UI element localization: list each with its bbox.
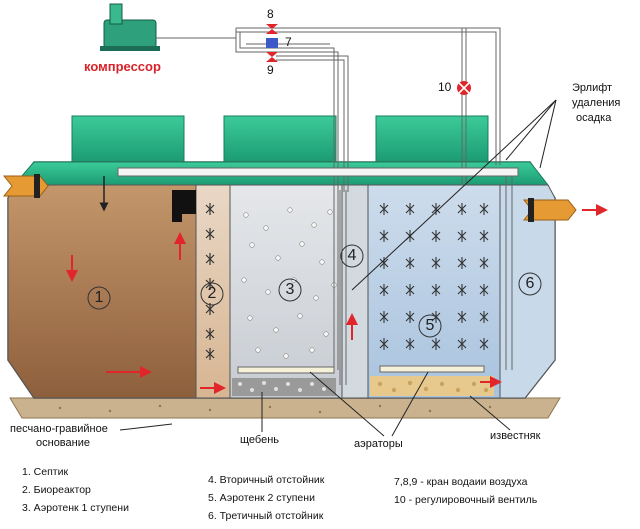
septic-baffle [172,190,196,222]
number-circles [87,244,542,338]
chamber-number-2: 2 [207,285,217,302]
chamber-number-6: 6 [525,275,535,292]
erlift-label-3: осадка [576,112,612,124]
chamber-number-3: 3 [285,281,295,298]
air-pipes [156,27,501,370]
limestone-layer [370,376,494,396]
valve-8-number: 8 [267,7,274,21]
chamber-aerotank-1 [229,184,343,399]
legend-item-6: 6. Третичный отстойник [208,510,324,522]
valve-8[interactable] [266,24,278,34]
chamber-number-4: 4 [347,247,357,264]
gravel-label: щебень [240,434,280,446]
outlet-pipe [522,198,577,222]
erlift-label-1: Эрлифт [572,82,613,94]
limestone-label: известняк [490,430,541,442]
legend-item-5: 5. Аэротенк 2 ступени [208,492,315,504]
valve-10-number: 10 [438,80,452,94]
ground-base [9,397,561,419]
inner-pipes [99,167,519,385]
legend-item-4: 4. Вторичный отстойник [208,474,325,486]
valve-9-number: 9 [267,63,274,77]
legend-item-2: 2. Биореактор [22,484,91,496]
valve-7-number: 7 [285,35,292,49]
inlet-pipe [2,174,49,198]
base-label-2: основание [36,437,90,449]
label-leaders [119,371,511,437]
aerators-label: аэраторы [354,438,403,450]
legend-item-3: 3. Аэротенк 1 ступени [22,502,129,514]
legend-item-1: 1. Септик [22,466,69,478]
chamber-number-5: 5 [425,317,435,334]
flow-arrows [66,204,608,394]
erlift-label-2: удаления [572,97,621,109]
valve-9[interactable] [266,52,278,62]
gravel-layer [232,378,336,396]
erlift-leaders [351,99,557,291]
chamber-tertiary-settler [499,184,556,399]
legend-item-10: 10 - регулировочный вентиль [394,494,538,506]
valve-7[interactable] [266,38,278,48]
chamber-number-1: 1 [94,289,104,306]
valve-10[interactable] [457,81,471,95]
base-label-1: песчано-гравийное [10,423,108,435]
lid-towers [71,115,489,163]
compressor-label: компрессор [84,59,161,74]
compressor-icon [100,3,160,51]
legend-item-789: 7,8,9 - кран водаии воздуха [394,476,528,488]
media-chamber-5 [379,202,489,351]
bubbles-chamber-3 [241,207,337,359]
